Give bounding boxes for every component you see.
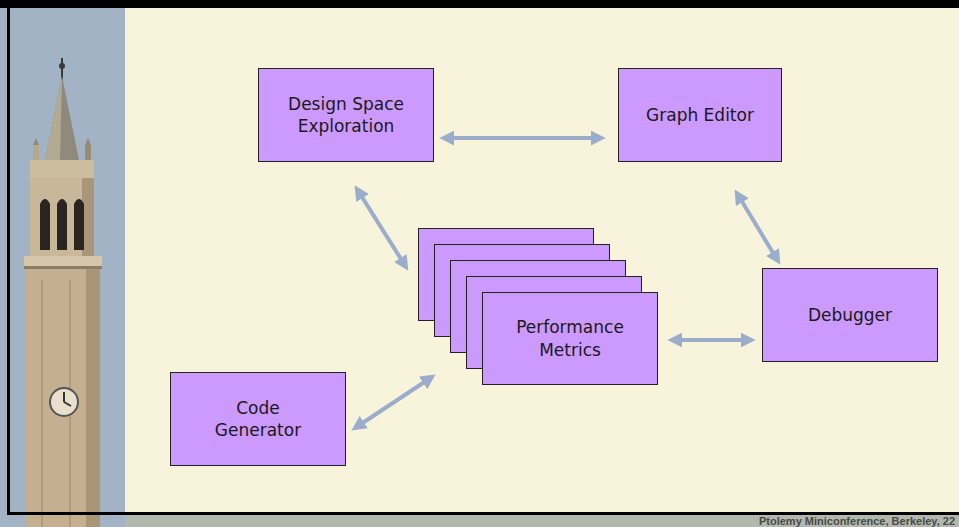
double-arrow (360, 194, 402, 261)
double-arrow (450, 136, 595, 140)
slide-frame (0, 0, 959, 515)
footer-band (125, 513, 959, 527)
side-strip (0, 0, 125, 527)
process-box: Graph Editor (618, 68, 782, 162)
footer-note: Ptolemy Miniconference, Berkeley, 22 (759, 515, 955, 527)
process-box: Debugger (762, 268, 938, 362)
box-label: Graph Editor (628, 104, 772, 126)
double-arrow (678, 338, 745, 342)
double-arrow (740, 199, 775, 256)
campanile-tower (24, 58, 102, 527)
box-label: Performance Metrics (492, 316, 648, 360)
process-box: Design Space Exploration (258, 68, 434, 162)
stacked-box-group: Performance Metrics (418, 228, 658, 385)
box-label: Design Space Exploration (268, 93, 424, 137)
double-arrow (360, 380, 426, 424)
process-box: Code Generator (170, 372, 346, 466)
box-label: Code Generator (203, 397, 313, 441)
front-box: Performance Metrics (482, 292, 658, 385)
box-label: Debugger (772, 304, 928, 326)
